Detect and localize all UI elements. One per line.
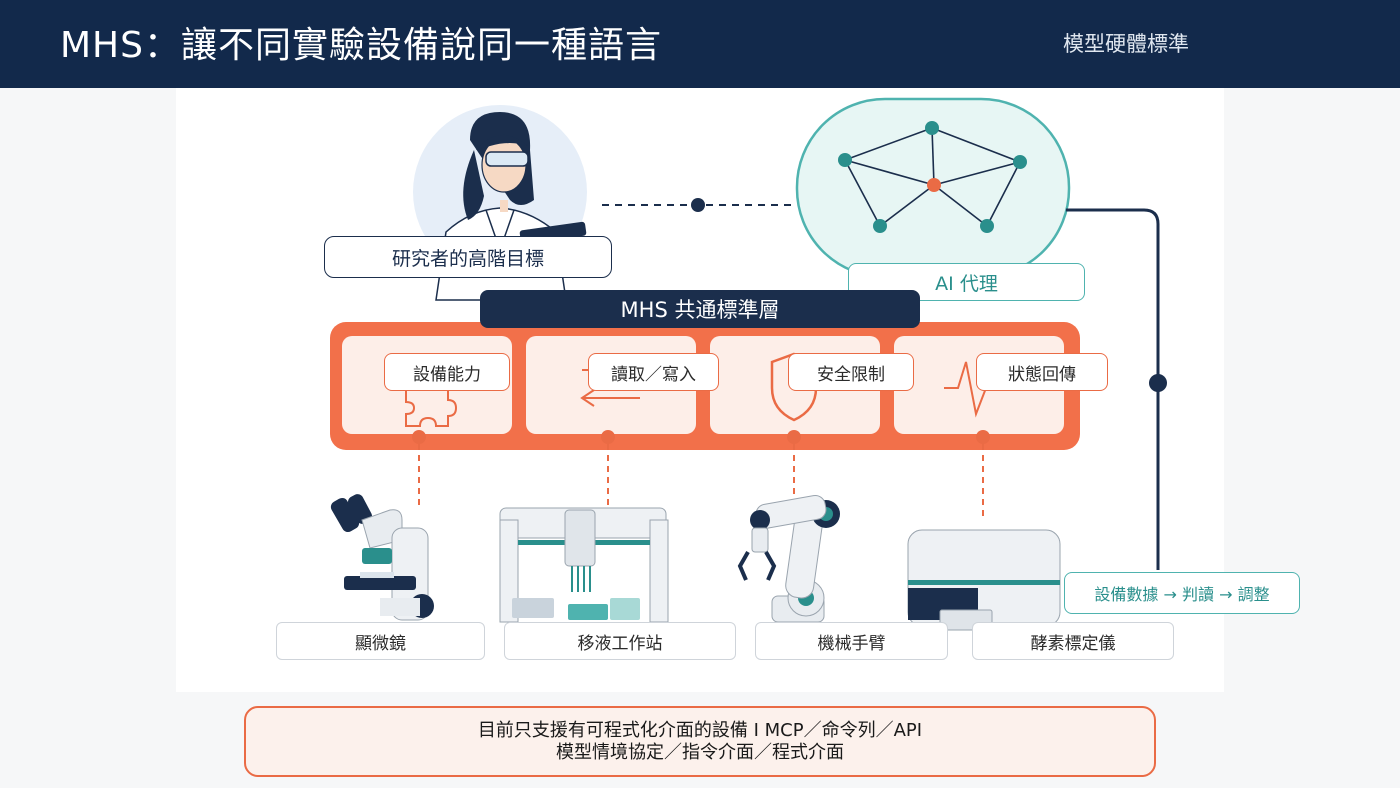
plate-reader-icon xyxy=(907,529,1061,631)
device-liquid-handler-label: 移液工作站 xyxy=(504,622,736,660)
note-line-2: 模型情境協定／指令介面／程式介面 xyxy=(556,741,844,763)
microscope-icon xyxy=(330,494,434,621)
ai-network-icon xyxy=(795,97,1071,279)
page-title: MHS：讓不同實驗設備說同一種語言 xyxy=(60,25,662,66)
feedback-loop-label: 設備數據 → 判讀 → 調整 xyxy=(1064,572,1300,614)
capability-status-report: 狀態回傳 xyxy=(976,353,1108,391)
mhs-layer-title: MHS 共通標準層 xyxy=(480,290,920,328)
capability-read-write: 讀取／寫入 xyxy=(588,353,719,391)
feedback-loop-line xyxy=(1066,208,1160,570)
page-subtitle: 模型硬體標準 xyxy=(1063,32,1189,56)
device-microscope-label: 顯微鏡 xyxy=(276,622,485,660)
researcher-goal-label: 研究者的高階目標 xyxy=(324,236,612,278)
limitation-note: 目前只支援有可程式化介面的設備 I MCP／命令列／API 模型情境協定／指令介… xyxy=(244,706,1156,777)
shield-icon xyxy=(770,352,818,422)
device-robot-arm-label: 機械手臂 xyxy=(755,622,948,660)
note-line-1: 目前只支援有可程式化介面的設備 I MCP／命令列／API xyxy=(477,719,923,741)
device-plate-reader-label: 酵素標定儀 xyxy=(972,622,1174,660)
liquid-handler-icon xyxy=(499,507,669,623)
robot-arm-icon xyxy=(737,495,840,623)
header-bar xyxy=(0,0,1400,88)
capability-safety-limits: 安全限制 xyxy=(788,353,914,391)
capability-device-capability: 設備能力 xyxy=(384,353,510,391)
